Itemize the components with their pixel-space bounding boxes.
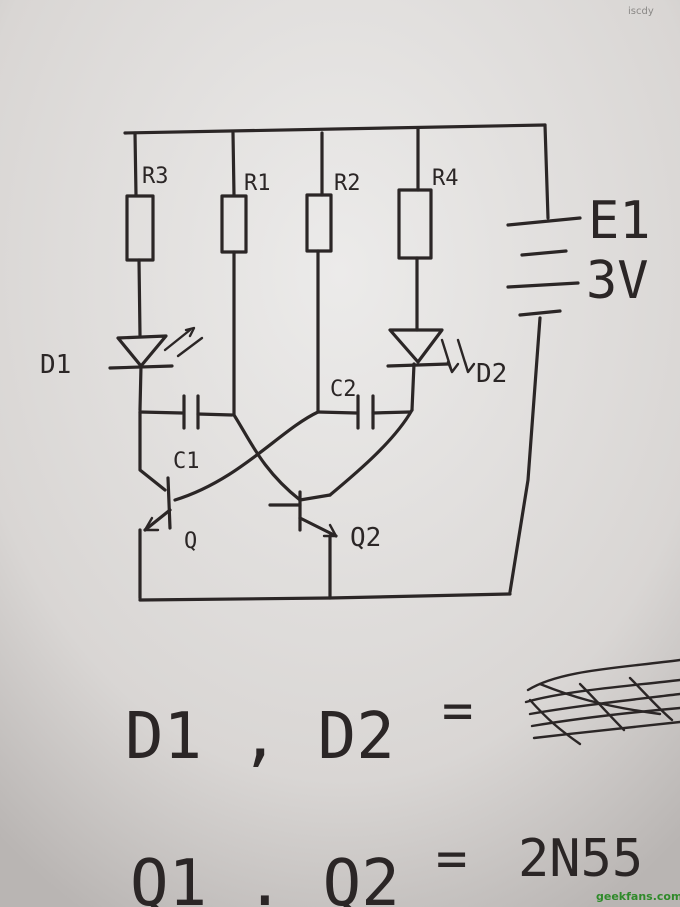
transistor-q1 xyxy=(138,410,172,600)
label-d1: D1 xyxy=(40,350,71,380)
label-r2: R2 xyxy=(334,171,361,196)
transistor-q2 xyxy=(268,490,338,600)
ground-rail xyxy=(138,592,512,602)
note-diodes-equals: = xyxy=(442,681,473,741)
label-c2: C2 xyxy=(330,377,357,402)
cross-coupling xyxy=(173,408,414,502)
note-transistor-part: 2N55 xyxy=(518,829,643,889)
capacitor-c2 xyxy=(316,249,412,430)
resistor-r3 xyxy=(125,194,155,337)
scribbled-out-text xyxy=(524,658,680,746)
battery-e1 xyxy=(506,216,582,594)
watermark-top-right: iscdy xyxy=(628,6,654,17)
label-c1: C1 xyxy=(173,449,200,474)
label-q2: Q2 xyxy=(350,523,381,553)
note-transistors: Q1 . Q2 xyxy=(130,847,400,907)
label-e1-voltage: 3V xyxy=(586,251,649,311)
led-d2 xyxy=(386,328,476,412)
label-e1-name: E1 xyxy=(588,191,651,251)
resistor-r4 xyxy=(397,188,433,332)
supply-rail xyxy=(123,123,550,220)
note-diodes: D1 , D2 xyxy=(125,700,395,774)
label-d2: D2 xyxy=(476,359,507,389)
label-q1: Q xyxy=(184,529,197,554)
note-transistors-equals: = xyxy=(436,829,467,889)
capacitor-c1 xyxy=(138,250,236,430)
label-r3: R3 xyxy=(142,164,169,189)
label-r4: R4 xyxy=(432,166,459,191)
watermark-bottom-right: geekfans.com xyxy=(596,890,680,903)
label-r1: R1 xyxy=(244,171,271,196)
led-d1 xyxy=(108,326,204,412)
